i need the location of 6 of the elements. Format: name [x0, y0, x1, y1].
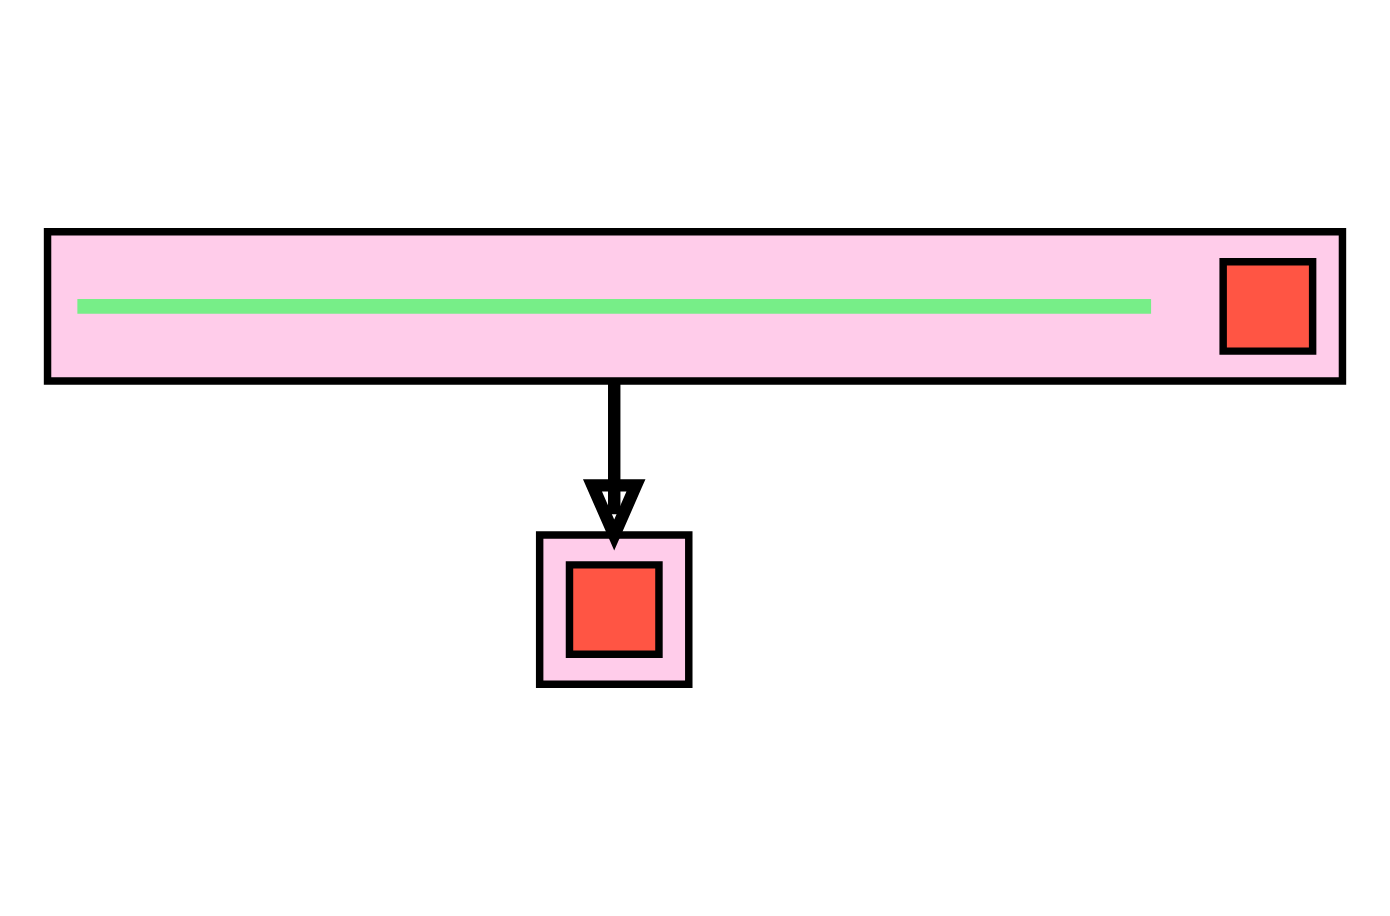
arrow	[582, 380, 646, 551]
node-box	[565, 561, 663, 659]
cluster	[43, 228, 1347, 385]
node-bar	[77, 298, 1152, 314]
cluster	[535, 531, 693, 688]
node-box	[1219, 257, 1317, 355]
